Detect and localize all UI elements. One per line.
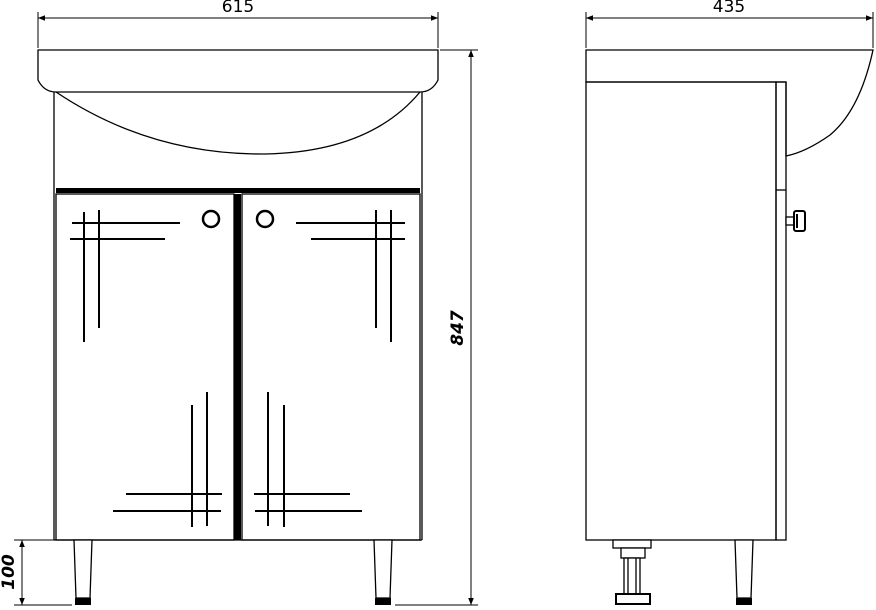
side-legs <box>612 539 754 605</box>
door-divider <box>234 194 241 540</box>
front-view <box>37 49 439 605</box>
basin-top-front <box>37 49 439 93</box>
right-door-decor-top <box>296 210 405 342</box>
dim-depth-label: 435 <box>713 0 745 17</box>
left-door-decor-bottom <box>113 392 222 527</box>
side-view <box>585 49 874 605</box>
left-knob-icon <box>201 209 221 229</box>
side-door-edge <box>775 81 787 541</box>
dim-height-label: 847 <box>448 310 468 346</box>
side-knob-icon <box>785 210 806 232</box>
side-body <box>585 81 777 541</box>
dimension-lines <box>14 12 874 606</box>
cabinet-top-rail <box>56 188 420 193</box>
dim-width-label: 615 <box>222 0 254 17</box>
basin-bowl-curve <box>55 91 421 155</box>
right-door-decor-bottom <box>254 392 362 527</box>
dim-leg-label: 100 <box>0 554 19 590</box>
right-knob-icon <box>255 209 275 229</box>
front-legs <box>73 539 393 605</box>
basin-top-side <box>585 49 874 157</box>
left-door-decor-top <box>70 210 180 342</box>
